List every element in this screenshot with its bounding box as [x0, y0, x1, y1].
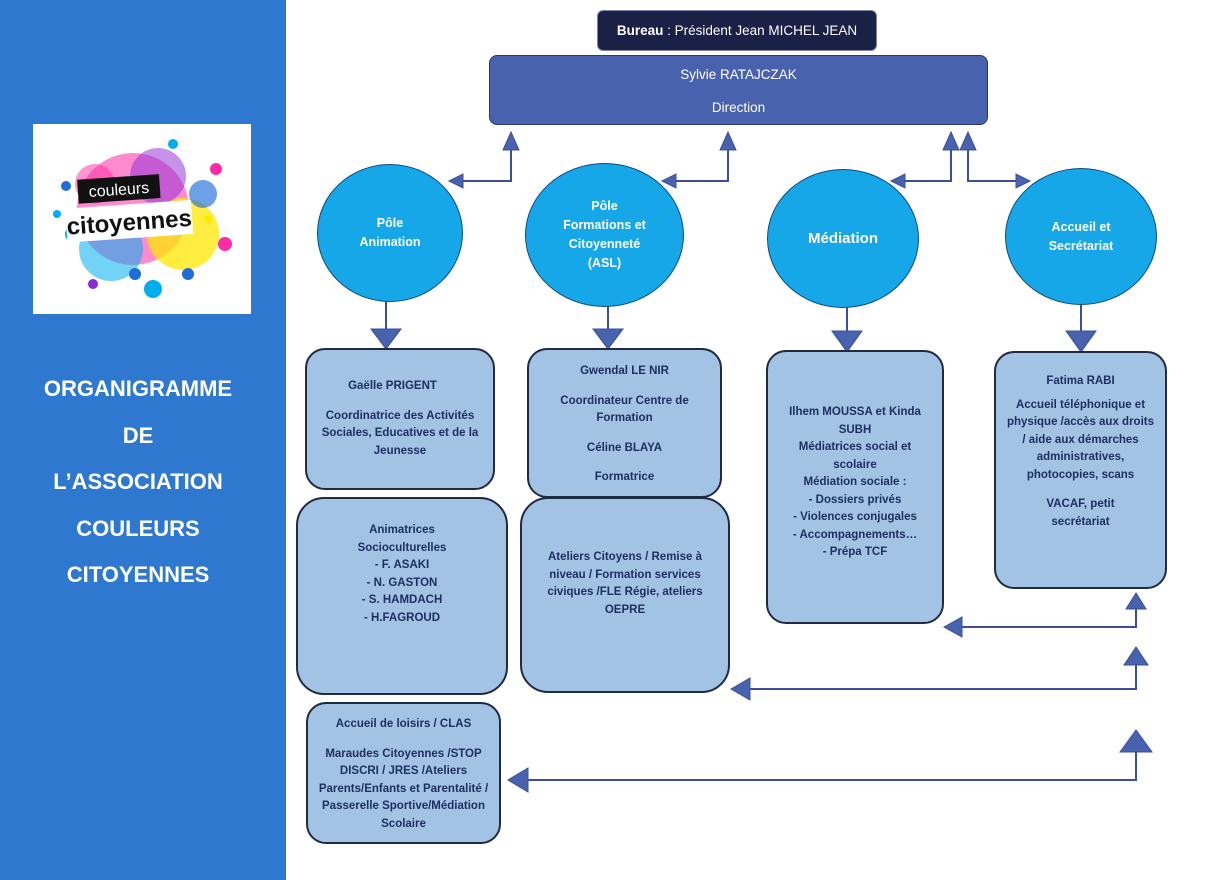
- pole-formations-circle: Pôle Formations et Citoyenneté (ASL): [525, 163, 684, 307]
- formation-activities-text: Ateliers Citoyens / Remise à niveau / Fo…: [547, 551, 703, 616]
- animation-lead-role: Coordinatrice des Activités Sociales, Ed…: [321, 409, 479, 457]
- animation-team-box: Animatrices Socioculturelles - F. ASAKI …: [296, 497, 508, 695]
- pole-mediation-circle: Médiation: [767, 169, 919, 308]
- paint-splash-graphic: couleurs citoyennes: [53, 139, 232, 298]
- accueil-name: Fatima RABI: [1046, 375, 1115, 387]
- direction-role: Direction: [711, 100, 766, 115]
- accueil-box: Fatima RABI Accueil téléphonique et phys…: [994, 351, 1167, 589]
- mediation-text: Ilhem MOUSSA et Kinda SUBH Médiatrices s…: [789, 406, 921, 558]
- animation-activities-line1: Accueil de loisirs / CLAS: [335, 718, 472, 730]
- page-title-line: L’ASSOCIATION: [53, 469, 223, 494]
- bureau-president: : Président Jean MICHEL JEAN: [663, 23, 858, 38]
- formation-lead-name: Gwendal LE NIR: [580, 365, 669, 377]
- pole-accueil-label: Accueil et Secrétariat: [1048, 219, 1114, 253]
- mediation-box: Ilhem MOUSSA et Kinda SUBH Médiatrices s…: [766, 350, 944, 624]
- formation-activities-box: Ateliers Citoyens / Remise à niveau / Fo…: [520, 497, 730, 693]
- animation-team-title: Animatrices Socioculturelles: [357, 524, 447, 554]
- direction-name: Sylvie RATAJCZAK: [680, 67, 797, 82]
- page-title: ORGANIGRAMME DE L’ASSOCIATION COULEURS CITOY…: [20, 366, 256, 599]
- pole-accueil-circle: Accueil et Secrétariat: [1005, 168, 1157, 305]
- page-title-line: DE: [122, 422, 154, 448]
- formation-second-name: Céline BLAYA: [586, 441, 663, 454]
- accueil-role: Accueil téléphonique et physique /accès …: [1006, 398, 1154, 481]
- association-logo: couleurs citoyennes: [33, 124, 251, 314]
- animation-lead-box: Gaëlle PRIGENT Coordinatrice des Activit…: [305, 348, 495, 490]
- page-title-line: COULEURS: [76, 515, 200, 541]
- bureau-label: Bureau: [616, 23, 664, 38]
- accueil-extra: VACAF, petit secrétariat: [1046, 498, 1115, 528]
- animation-activities-box: Accueil de loisirs / CLAS Maraudes Citoy…: [306, 702, 501, 844]
- pole-mediation-label: Médiation: [808, 230, 878, 247]
- pole-formations-label: Pôle Formations et Citoyenneté (ASL): [563, 199, 646, 270]
- logo-line1: couleurs: [88, 180, 150, 201]
- animation-team-members: - F. ASAKI - N. GASTON - S. HAMDACH - H.…: [361, 559, 443, 624]
- formation-lead-box: Gwendal LE NIR Coordinateur Centre de Fo…: [527, 348, 722, 498]
- direction-box: Sylvie RATAJCZAK Direction: [489, 55, 988, 125]
- pole-animation-label: Pôle Animation: [359, 216, 421, 249]
- pole-animation-circle: Pôle Animation: [317, 164, 463, 302]
- formation-second-role: Formatrice: [594, 471, 655, 483]
- animation-activities-line2: Maraudes Citoyennes /STOP DISCRI / JRES …: [318, 747, 489, 830]
- bureau-header: Bureau : Président Jean MICHEL JEAN: [597, 10, 877, 51]
- formation-lead-role: Coordinateur Centre de Formation: [560, 394, 689, 425]
- page-title-line: CITOYENNES: [66, 562, 210, 587]
- animation-lead-name: Gaëlle PRIGENT: [348, 380, 437, 392]
- page-title-line: ORGANIGRAMME: [43, 376, 233, 401]
